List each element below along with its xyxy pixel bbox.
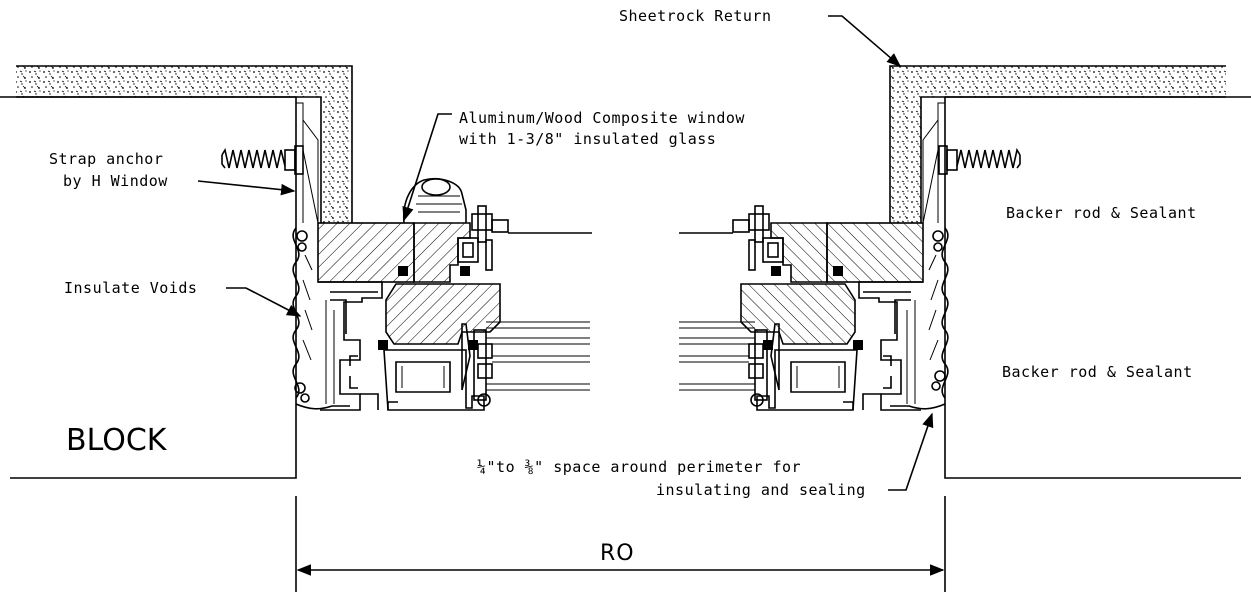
- label-strap-line1: Strap anchor: [49, 150, 163, 168]
- label-window-line2: with 1-3/8" insulated glass: [459, 130, 716, 148]
- left-sheetrock-band: [16, 66, 352, 97]
- left-sheetrock-return: [321, 97, 352, 223]
- label-perimeter-line2: insulating and sealing: [656, 481, 866, 499]
- label-insulate-voids: Insulate Voids: [64, 279, 197, 297]
- leaders: [197, 15, 934, 491]
- left-wall: [0, 65, 353, 479]
- label-window-line1: Aluminum/Wood Composite window: [459, 109, 745, 127]
- right-sheetrock-band: [890, 66, 1226, 97]
- label-block: BLOCK: [66, 423, 168, 458]
- right-window-frame: [679, 205, 924, 411]
- left-anchor-bolt: [221, 145, 304, 175]
- label-backer-rod-upper: Backer rod & Sealant: [1006, 204, 1197, 222]
- label-strap-line2: by H Window: [63, 172, 168, 190]
- right-insulation: [890, 227, 949, 410]
- label-backer-rod-lower: Backer rod & Sealant: [1002, 363, 1193, 381]
- left-window-frame: [317, 178, 592, 411]
- label-perimeter-line1: ¼"to ⅜" space around perimeter for: [477, 458, 801, 476]
- right-wall: [889, 65, 1251, 479]
- label-ro: RO: [600, 541, 635, 566]
- ro-dimension: [295, 496, 946, 592]
- right-sheetrock-return: [890, 97, 921, 223]
- label-sheetrock-return: Sheetrock Return: [619, 7, 772, 25]
- right-anchor-bolt: [938, 145, 1021, 175]
